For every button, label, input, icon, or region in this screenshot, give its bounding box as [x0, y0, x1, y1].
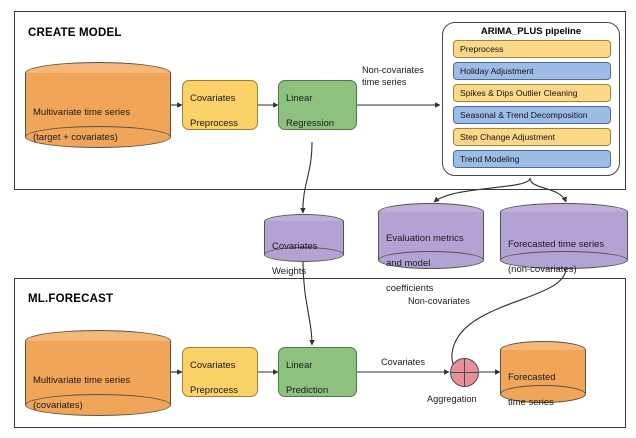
- datastore-forecasted-time-series-output: Forecasted time series: [500, 341, 586, 408]
- process-label-line1: Covariates: [190, 359, 236, 371]
- datastore-label-line3: coefficients: [386, 282, 434, 294]
- process-linear-regression[interactable]: Linear Regression: [278, 80, 357, 130]
- arima-step-holiday-adjustment[interactable]: Holiday Adjustment: [453, 62, 611, 80]
- datastore-label-line2: Weights: [272, 265, 307, 277]
- aggregation-node[interactable]: [450, 358, 479, 387]
- arima-step-spikes-dips-outlier-cleaning[interactable]: Spikes & Dips Outlier Cleaning: [453, 84, 611, 102]
- arima-step-label: Spikes & Dips Outlier Cleaning: [460, 88, 578, 98]
- cylinder-bottom-ellipse: [500, 251, 628, 269]
- cylinder-bottom-ellipse: [500, 385, 586, 403]
- section-title-create-model: CREATE MODEL: [28, 27, 122, 39]
- process-covariates-preprocess-create-model[interactable]: Covariates Preprocess: [182, 80, 258, 130]
- process-label-line2: Preprocess: [190, 117, 239, 129]
- section-create-model: [14, 11, 626, 190]
- edge-label-non-covariates: Non-covariates: [408, 296, 470, 306]
- datastore-label-line2: (non-covariates): [508, 263, 577, 275]
- process-label-line2: Prediction: [286, 384, 329, 396]
- datastore-label-line1: Covariates: [272, 240, 318, 252]
- arima-step-seasonal-trend-decomposition[interactable]: Seasonal & Trend Decomposition: [453, 106, 611, 124]
- arima-step-step-change-adjustment[interactable]: Step Change Adjustment: [453, 128, 611, 146]
- process-label: Linear Regression: [286, 80, 334, 130]
- datastore-label-line1: Multivariate time series: [33, 374, 131, 386]
- process-label-line2: Preprocess: [190, 384, 239, 396]
- datastore-label-line1: Evaluation metrics: [386, 232, 464, 244]
- datastore-label: Multivariate time series (target + covar…: [25, 94, 171, 144]
- datastore-label-line2: time series: [508, 396, 554, 408]
- arima-step-preprocess[interactable]: Preprocess: [453, 40, 611, 58]
- cylinder-bottom-ellipse: [25, 394, 171, 416]
- datastore-label: Covariates Weights: [264, 228, 344, 278]
- arima-pipeline-title: ARIMA_PLUS pipeline: [480, 26, 582, 37]
- arima-step-label: Holiday Adjustment: [460, 66, 534, 76]
- process-linear-prediction[interactable]: Linear Prediction: [278, 347, 357, 397]
- process-label-line2: Regression: [286, 117, 335, 129]
- arima-step-label: Step Change Adjustment: [460, 132, 556, 142]
- edge-label-covariates: Covariates: [381, 357, 425, 367]
- section-ml-forecast: [14, 278, 626, 428]
- arima-step-label: Trend Modeling: [460, 154, 520, 164]
- datastore-label-line2: and model: [386, 257, 431, 269]
- datastore-label: Forecasted time series (non-covariates): [500, 226, 628, 276]
- datastore-label-line1: Multivariate time series: [33, 106, 131, 118]
- cylinder-bottom-ellipse: [378, 251, 484, 269]
- arima-step-trend-modeling[interactable]: Trend Modeling: [453, 150, 611, 168]
- aggregation-label: Aggregation: [427, 394, 477, 404]
- aggregation-cross-vertical: [463, 359, 466, 386]
- cylinder-bottom-ellipse: [264, 247, 344, 262]
- datastore-label: Evaluation metrics and model coefficient…: [378, 220, 484, 295]
- process-label-line1: Linear: [286, 359, 313, 371]
- datastore-covariates-weights: Covariates Weights: [264, 214, 344, 277]
- process-covariates-preprocess-ml-forecast[interactable]: Covariates Preprocess: [182, 347, 258, 397]
- datastore-forecasted-time-series-non-covariates: Forecasted time series (non-covariates): [500, 203, 628, 275]
- datastore-label: Forecasted time series: [500, 359, 586, 409]
- datastore-label-line2: (target + covariates): [33, 131, 118, 143]
- edge-label-non-covariates-time-series: Non-covariates time series: [362, 65, 424, 87]
- datastore-evaluation-metrics-model-coefficients: Evaluation metrics and model coefficient…: [378, 203, 484, 294]
- process-label-line1: Covariates: [190, 92, 236, 104]
- section-title-ml-forecast: ML.FORECAST: [28, 293, 114, 305]
- process-label-line1: Linear: [286, 92, 313, 104]
- process-label: Covariates Preprocess: [190, 347, 238, 397]
- datastore-label-line1: Forecasted time series: [508, 238, 605, 250]
- arima-step-label: Preprocess: [460, 44, 504, 54]
- datastore-label-line1: Forecasted: [508, 371, 556, 383]
- datastore-label-line2: (covariates): [33, 399, 83, 411]
- process-label: Linear Prediction: [286, 347, 328, 397]
- datastore-label: Multivariate time series (covariates): [25, 362, 171, 412]
- datastore-multivariate-covariates: Multivariate time series (covariates): [25, 330, 171, 416]
- process-label: Covariates Preprocess: [190, 80, 238, 130]
- datastore-multivariate-target-covariates: Multivariate time series (target + covar…: [25, 62, 171, 148]
- arima-step-label: Seasonal & Trend Decomposition: [460, 110, 588, 120]
- cylinder-bottom-ellipse: [25, 126, 171, 148]
- group-arima-plus-pipeline: ARIMA_PLUS pipeline Preprocess Holiday A…: [442, 22, 620, 176]
